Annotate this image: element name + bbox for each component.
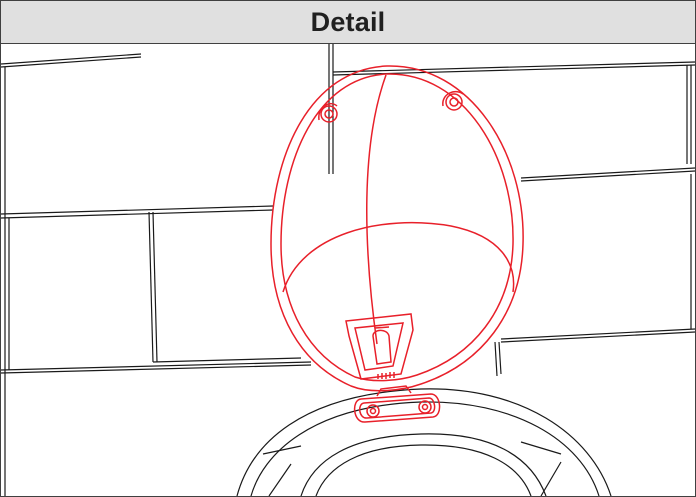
- toilet-bowl: [236, 388, 612, 496]
- technical-drawing: [1, 44, 695, 496]
- detail-title: Detail: [310, 6, 386, 37]
- screw-hole-icon: [418, 400, 432, 414]
- hinge-plate: [353, 385, 441, 423]
- screw-hole-icon: [366, 404, 380, 418]
- detail-header: Detail: [1, 1, 695, 44]
- egg-shaped-lid-icon: [270, 65, 524, 392]
- screw-hole-icon: [442, 90, 464, 111]
- screw-hole-icon: [318, 102, 338, 123]
- wall-tiles: [1, 44, 695, 496]
